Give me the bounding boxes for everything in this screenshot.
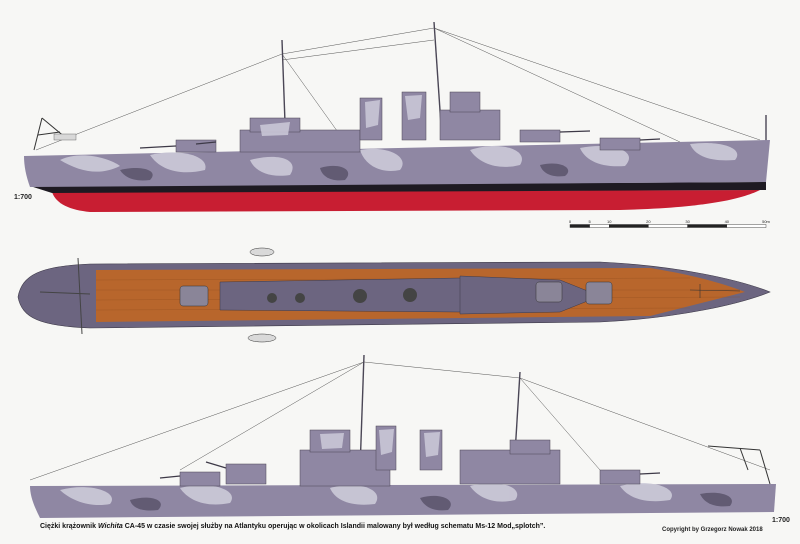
scale-bar-tick-label: 30	[685, 219, 690, 224]
caption-part1: Ciężki krążownik	[40, 523, 98, 530]
caption: Ciężki krążownik Wichita CA-45 w czasie …	[40, 523, 600, 530]
scale-bar-tick-label: 20	[646, 219, 651, 224]
scale-bar-tick-label: 40	[725, 219, 730, 224]
scale-bar-segment	[726, 224, 767, 228]
bottom-scale-label: 1:700	[772, 517, 790, 524]
caption-ship-name: Wichita	[97, 523, 123, 530]
red-lower-hull	[52, 190, 760, 212]
caption-part2: CA-45 w czasie swojej służby na Atlantyk…	[122, 523, 546, 530]
scale-bar-tick-label: 5	[588, 219, 591, 224]
scale-bar-tick-label: 0	[569, 219, 572, 224]
scale-bar-tick-label: 10	[607, 219, 612, 224]
scale-bar-tick-label: 50m	[762, 219, 770, 224]
copyright: Copyright by Grzegorz Nowak 2018	[662, 527, 763, 533]
top-scale-label: 1:700	[14, 194, 32, 201]
